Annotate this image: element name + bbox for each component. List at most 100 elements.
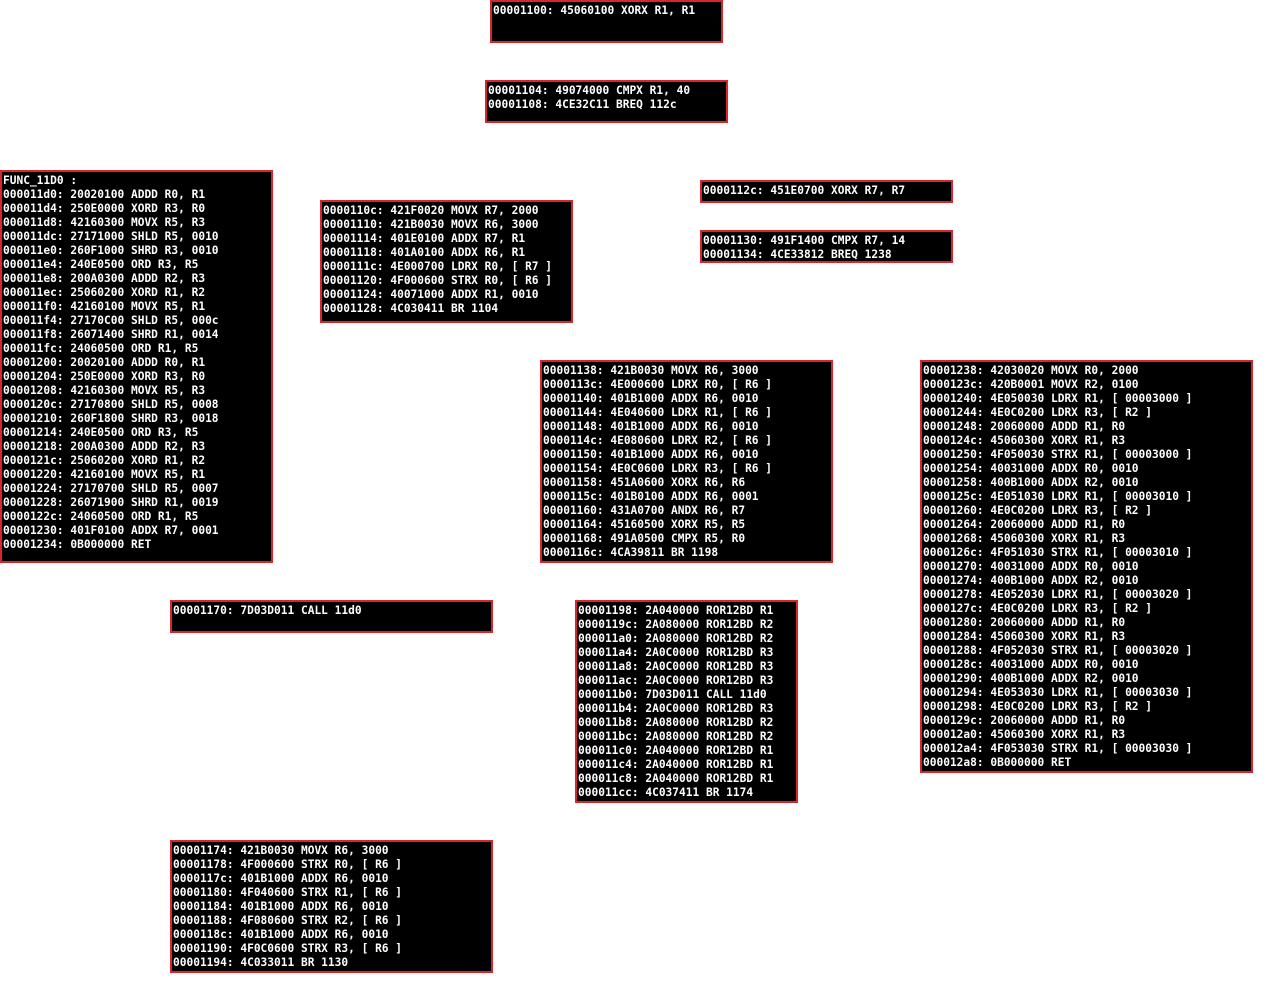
instruction-line: 0000128c: 40031000 ADDX R0, 0010 <box>923 658 1139 671</box>
instruction-line: 0000115c: 401B0100 ADDX R6, 0001 <box>543 490 759 503</box>
instruction-line: 0000122c: 24060500 ORD R1, R5 <box>3 510 199 523</box>
instruction-line: 0000120c: 27170800 SHLD R5, 0008 <box>3 398 219 411</box>
instruction-line: 0000123c: 420B0001 MOVX R2, 0100 <box>923 378 1139 391</box>
instruction-line: 0000116c: 4CA39811 BR 1198 <box>543 546 719 559</box>
instruction-line: 0000121c: 25060200 XORD R1, R2 <box>3 454 206 467</box>
instruction-line: 00001210: 260F1800 SHRD R3, 0018 <box>3 412 219 425</box>
instruction-line: 00001114: 401E0100 ADDX R7, R1 <box>323 232 526 245</box>
instruction-line: 00001204: 250E0000 XORD R3, R0 <box>3 370 206 383</box>
instruction-line: 00001220: 42160100 MOVX R5, R1 <box>3 468 206 481</box>
instruction-line: 00001164: 45160500 XORX R5, R5 <box>543 518 746 531</box>
instruction-line: 00001138: 421B0030 MOVX R6, 3000 <box>543 364 759 377</box>
instruction-line: 000011e0: 260F1000 SHRD R3, 0010 <box>3 244 219 257</box>
instruction-line: 00001100: 45060100 XORX R1, R1 <box>493 4 696 17</box>
instruction-line: 00001254: 40031000 ADDX R0, 0010 <box>923 462 1139 475</box>
instruction-line: 000011f8: 26071400 SHRD R1, 0014 <box>3 328 219 341</box>
instruction-line: 000012a4: 4F053030 STRX R1, [ 00003030 ] <box>923 742 1193 755</box>
instruction-line: 00001290: 400B1000 ADDX R2, 0010 <box>923 672 1139 685</box>
basic-block-1100[interactable]: 00001100: 45060100 XORX R1, R1 <box>490 0 723 43</box>
instruction-line: 00001268: 45060300 XORX R1, R3 <box>923 532 1126 545</box>
instruction-line: 00001298: 4E0C0200 LDRX R3, [ R2 ] <box>923 700 1153 713</box>
instruction-line: 000011fc: 24060500 ORD R1, R5 <box>3 342 199 355</box>
instruction-line: 00001140: 401B1000 ADDX R6, 0010 <box>543 392 759 405</box>
instruction-line: 0000118c: 401B1000 ADDX R6, 0010 <box>173 928 389 941</box>
instruction-line: 00001110: 421B0030 MOVX R6, 3000 <box>323 218 539 231</box>
instruction-line: 00001200: 20020100 ADDD R0, R1 <box>3 356 206 369</box>
instruction-line: 00001194: 4C033011 BR 1130 <box>173 956 349 969</box>
instruction-line: 00001158: 451A0600 XORX R6, R6 <box>543 476 746 489</box>
instruction-line: 000011b0: 7D03D011 CALL 11d0 <box>578 688 767 701</box>
instruction-line: 00001224: 27170700 SHLD R5, 0007 <box>3 482 219 495</box>
instruction-line: 00001128: 4C030411 BR 1104 <box>323 302 499 315</box>
instruction-line: 00001190: 4F0C0600 STRX R3, [ R6 ] <box>173 942 403 955</box>
instruction-line: 00001244: 4E0C0200 LDRX R3, [ R2 ] <box>923 406 1153 419</box>
instruction-line: 00001214: 240E0500 ORD R3, R5 <box>3 426 199 439</box>
instruction-line: 00001218: 200A0300 ADDD R2, R3 <box>3 440 206 453</box>
instruction-line: 0000119c: 2A080000 ROR12BD R2 <box>578 618 774 631</box>
instruction-line: 00001124: 40071000 ADDX R1, 0010 <box>323 288 539 301</box>
instruction-line: 00001144: 4E040600 LDRX R1, [ R6 ] <box>543 406 773 419</box>
instruction-line: 00001234: 0B000000 RET <box>3 538 152 551</box>
instruction-line: 00001160: 431A0700 ANDX R6, R7 <box>543 504 746 517</box>
instruction-line: 00001184: 401B1000 ADDX R6, 0010 <box>173 900 389 913</box>
instruction-line: 0000127c: 4E0C0200 LDRX R3, [ R2 ] <box>923 602 1153 615</box>
basic-block-func-11d0[interactable]: FUNC_11D0 :000011d0: 20020100 ADDD R0, R… <box>0 170 273 563</box>
instruction-line: 00001258: 400B1000 ADDX R2, 0010 <box>923 476 1139 489</box>
instruction-line: 00001148: 401B1000 ADDX R6, 0010 <box>543 420 759 433</box>
instruction-line: 000011b4: 2A0C0000 ROR12BD R3 <box>578 702 774 715</box>
instruction-line: 00001134: 4CE33812 BREQ 1238 <box>703 248 892 261</box>
instruction-line: 000011e8: 200A0300 ADDD R2, R3 <box>3 272 206 285</box>
instruction-line: 000011d8: 42160300 MOVX R5, R3 <box>3 216 206 229</box>
instruction-line: 0000129c: 20060000 ADDD R1, R0 <box>923 714 1126 727</box>
instruction-line: 000011d0: 20020100 ADDD R0, R1 <box>3 188 206 201</box>
instruction-line: 000012a8: 0B000000 RET <box>923 756 1072 769</box>
instruction-line: 0000125c: 4E051030 LDRX R1, [ 00003010 ] <box>923 490 1193 503</box>
instruction-line: 000011dc: 27171000 SHLD R5, 0010 <box>3 230 219 243</box>
instruction-line: 000011c8: 2A040000 ROR12BD R1 <box>578 772 774 785</box>
instruction-line: 000011d4: 250E0000 XORD R3, R0 <box>3 202 206 215</box>
basic-block-1170[interactable]: 00001170: 7D03D011 CALL 11d0 <box>170 600 493 633</box>
instruction-line: 00001174: 421B0030 MOVX R6, 3000 <box>173 844 389 857</box>
instruction-line: 000011bc: 2A080000 ROR12BD R2 <box>578 730 774 743</box>
instruction-line: 00001150: 401B1000 ADDX R6, 0010 <box>543 448 759 461</box>
instruction-line: FUNC_11D0 : <box>3 174 78 187</box>
instruction-line: 000011e4: 240E0500 ORD R3, R5 <box>3 258 199 271</box>
instruction-line: 000011b8: 2A080000 ROR12BD R2 <box>578 716 774 729</box>
instruction-line: 00001170: 7D03D011 CALL 11d0 <box>173 604 362 617</box>
instruction-line: 00001274: 400B1000 ADDX R2, 0010 <box>923 574 1139 587</box>
instruction-line: 00001238: 42030020 MOVX R0, 2000 <box>923 364 1139 377</box>
instruction-line: 0000111c: 4E000700 LDRX R0, [ R7 ] <box>323 260 553 273</box>
instruction-line: 000011f0: 42160100 MOVX R5, R1 <box>3 300 206 313</box>
instruction-line: 0000124c: 45060300 XORX R1, R3 <box>923 434 1126 447</box>
instruction-line: 0000112c: 451E0700 XORX R7, R7 <box>703 184 906 197</box>
instruction-line: 00001264: 20060000 ADDD R1, R0 <box>923 518 1126 531</box>
instruction-line: 00001180: 4F040600 STRX R1, [ R6 ] <box>173 886 403 899</box>
instruction-line: 00001168: 491A0500 CMPX R5, R0 <box>543 532 746 545</box>
basic-block-112c[interactable]: 0000112c: 451E0700 XORX R7, R7 <box>700 180 953 203</box>
instruction-line: 00001130: 491F1400 CMPX R7, 14 <box>703 234 906 247</box>
instruction-line: 0000117c: 401B1000 ADDX R6, 0010 <box>173 872 389 885</box>
instruction-line: 00001270: 40031000 ADDX R0, 0010 <box>923 560 1139 573</box>
instruction-line: 0000126c: 4F051030 STRX R1, [ 00003010 ] <box>923 546 1193 559</box>
instruction-line: 000011a0: 2A080000 ROR12BD R2 <box>578 632 774 645</box>
instruction-line: 00001108: 4CE32C11 BREQ 112c <box>488 98 677 111</box>
instruction-line: 000011a8: 2A0C0000 ROR12BD R3 <box>578 660 774 673</box>
instruction-line: 00001260: 4E0C0200 LDRX R3, [ R2 ] <box>923 504 1153 517</box>
instruction-line: 00001280: 20060000 ADDD R1, R0 <box>923 616 1126 629</box>
instruction-line: 00001284: 45060300 XORX R1, R3 <box>923 630 1126 643</box>
instruction-line: 00001104: 49074000 CMPX R1, 40 <box>488 84 691 97</box>
instruction-line: 000012a0: 45060300 XORX R1, R3 <box>923 728 1126 741</box>
instruction-line: 00001208: 42160300 MOVX R5, R3 <box>3 384 206 397</box>
instruction-line: 0000110c: 421F0020 MOVX R7, 2000 <box>323 204 539 217</box>
instruction-line: 00001248: 20060000 ADDD R1, R0 <box>923 420 1126 433</box>
instruction-line: 00001118: 401A0100 ADDX R6, R1 <box>323 246 526 259</box>
instruction-line: 00001294: 4E053030 LDRX R1, [ 00003030 ] <box>923 686 1193 699</box>
instruction-line: 0000114c: 4E080600 LDRX R2, [ R6 ] <box>543 434 773 447</box>
